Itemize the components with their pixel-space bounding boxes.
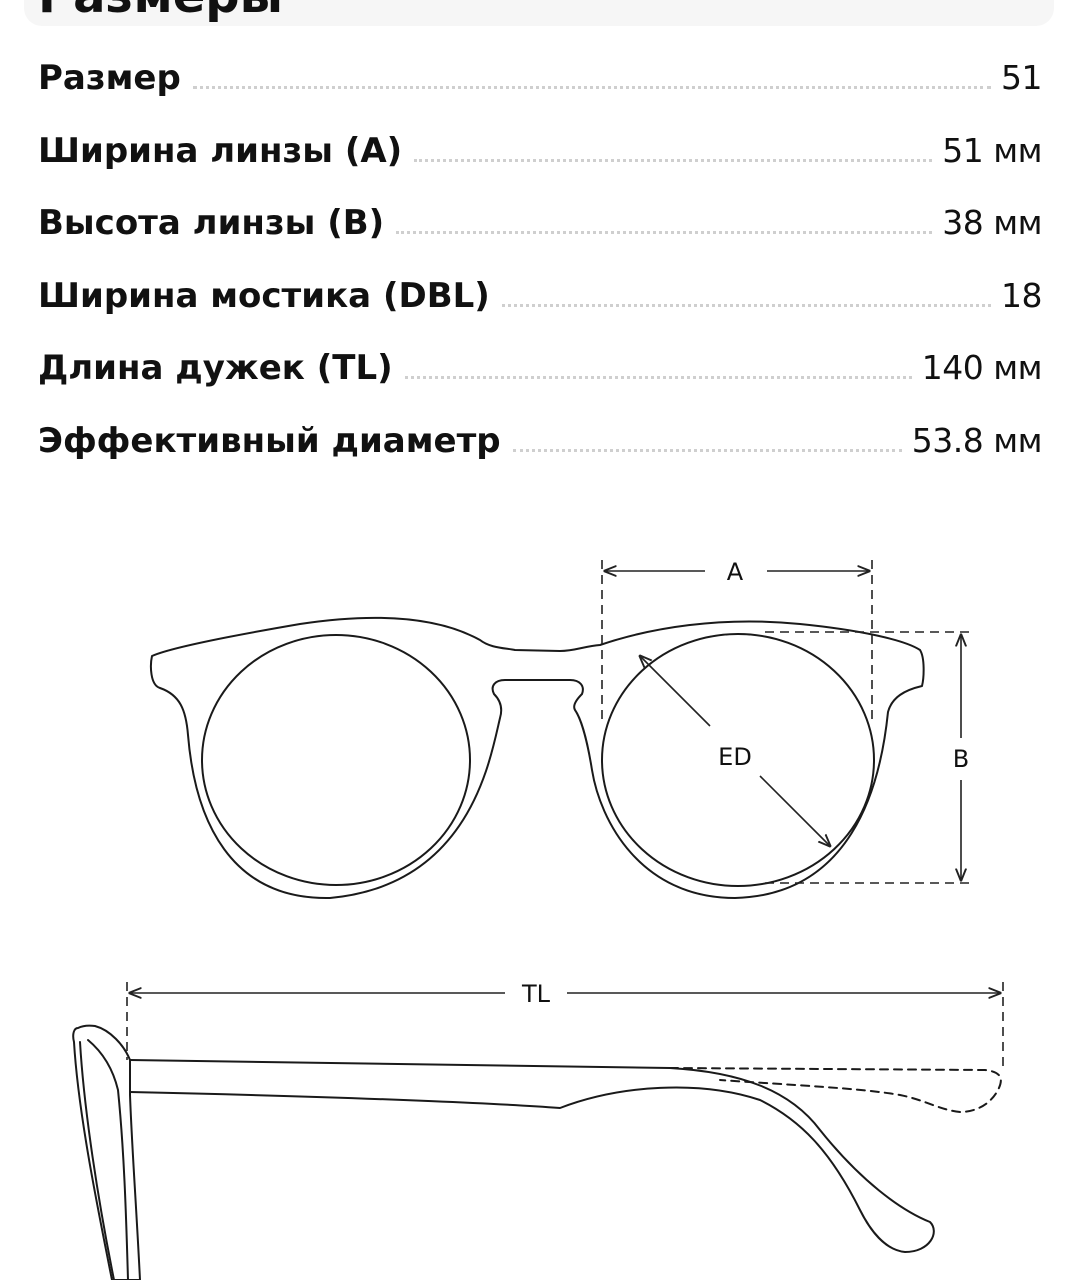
spec-value: 51	[1001, 58, 1043, 97]
spec-row-lens-width: Ширина линзы (A) 51 мм	[38, 100, 1042, 173]
dimension-tl	[126, 982, 1004, 1072]
spec-value: 140 мм	[921, 348, 1043, 388]
specs-list: Размер 51 Ширина линзы (A) 51 мм Высота …	[38, 38, 1043, 463]
spec-label: Высота линзы (B)	[38, 203, 385, 244]
dotted-leader	[404, 376, 912, 380]
side-rim-lens-edge	[79, 1041, 115, 1280]
dotted-leader	[396, 231, 933, 235]
spec-row-temple-length: Длина дужек (TL) 140 мм	[38, 318, 1043, 391]
spec-value: 38 мм	[942, 203, 1042, 243]
front-view	[150, 616, 925, 900]
section-title: Размеры	[38, 0, 283, 24]
section-header: Размеры	[0, 0, 1080, 30]
spec-label: Размер	[38, 58, 181, 98]
spec-row-size: Размер 51	[38, 38, 1043, 100]
dotted-leader	[501, 303, 991, 307]
dimension-ed-label: ED	[718, 743, 752, 771]
dimension-a-label: A	[727, 558, 744, 586]
spec-label: Длина дужек (TL)	[38, 348, 393, 389]
spec-row-lens-height: Высота линзы (B) 38 мм	[38, 173, 1042, 246]
header-background	[24, 0, 1054, 26]
spec-row-effective-diameter: Эффективный диаметр 53.8 мм	[38, 390, 1043, 463]
side-view	[72, 1024, 1002, 1280]
dotted-leader	[414, 158, 933, 162]
spec-label: Эффективный диаметр	[38, 420, 501, 461]
dotted-leader	[192, 86, 991, 89]
dimension-b-label: B	[953, 745, 969, 773]
temple-arm	[129, 1059, 935, 1253]
spec-value: 18	[1001, 275, 1043, 315]
dotted-leader	[512, 448, 902, 452]
spec-row-bridge-width: Ширина мостика (DBL) 18	[38, 245, 1043, 318]
dimension-tl-label: TL	[521, 980, 551, 1008]
spec-value: 53.8 мм	[911, 420, 1043, 460]
side-rim	[72, 1024, 141, 1280]
temple-projection	[669, 1067, 1002, 1113]
dimension-b	[765, 631, 972, 884]
dimension-ed	[640, 656, 830, 846]
side-rim-inner	[87, 1039, 129, 1280]
dimension-a	[601, 560, 873, 720]
right-lens	[601, 633, 875, 887]
spec-value: 51 мм	[942, 130, 1042, 170]
spec-label: Ширина линзы (A)	[38, 130, 403, 171]
spec-label: Ширина мостика (DBL)	[38, 275, 490, 316]
front-frame-outline	[150, 616, 925, 900]
left-lens	[201, 634, 471, 886]
